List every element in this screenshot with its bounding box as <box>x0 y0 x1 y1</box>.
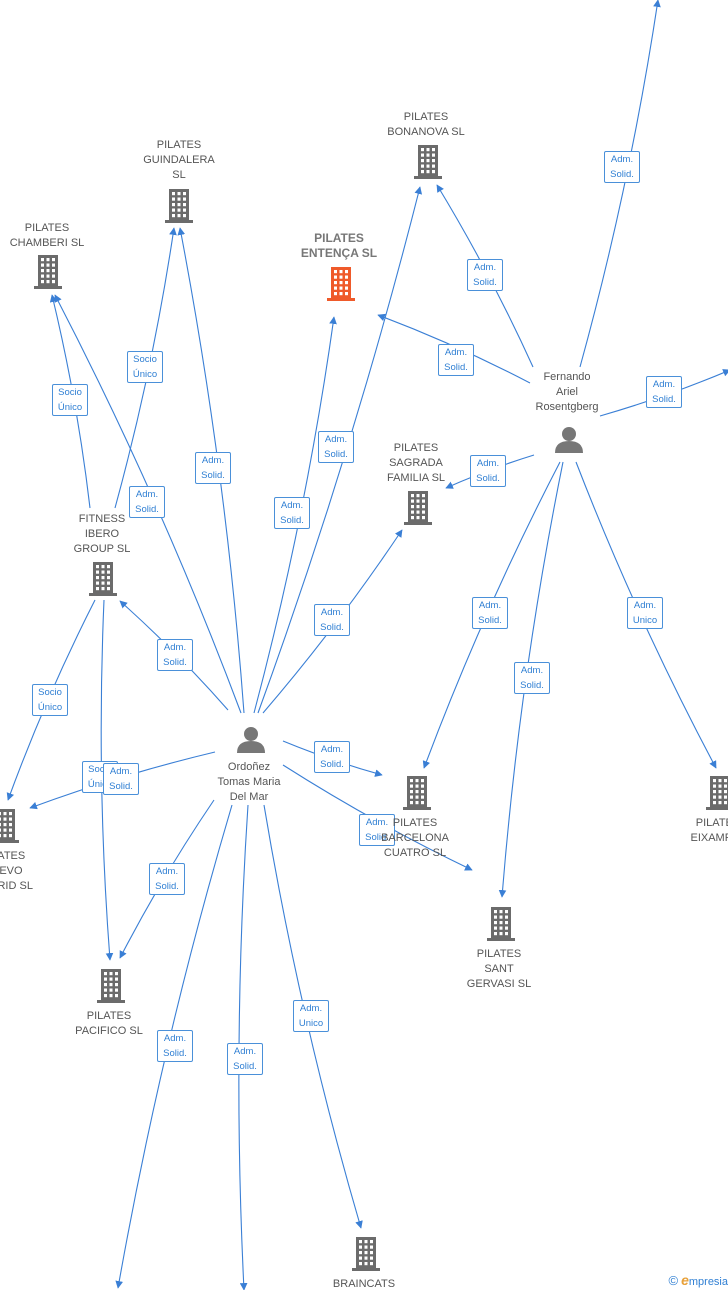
node-label-pacifico[interactable]: PILATES PACIFICO SL <box>75 1010 143 1037</box>
eixample-building-icon[interactable] <box>706 776 728 810</box>
edge-label-ordonez-bottom-mid[interactable]: Adm. Solid. <box>227 1043 263 1075</box>
gervasi-building-icon[interactable] <box>487 907 515 941</box>
edge-label-ordonez-madrid[interactable]: Adm. Solid. <box>103 763 139 795</box>
edge-label-fernando-barcelona[interactable]: Adm. Solid. <box>472 597 508 629</box>
sagrada-building-icon[interactable] <box>404 491 432 525</box>
edge-label-fernando-sagrada[interactable]: Adm. Solid. <box>470 455 506 487</box>
edge-label-fernando-eixample[interactable]: Adm. Unico <box>627 597 663 629</box>
fitness-building-icon[interactable] <box>89 562 117 596</box>
fernando-person-icon[interactable] <box>555 427 583 453</box>
node-label-barcelona[interactable]: PILATES BARCELONA CUATRO SL <box>381 817 449 859</box>
edge-label-ordonez-fitness[interactable]: Adm. Solid. <box>157 639 193 671</box>
node-label-sagrada[interactable]: PILATES SAGRADA FAMILIA SL <box>386 442 446 484</box>
chamberi-building-icon[interactable] <box>34 255 62 289</box>
madrid-building-icon[interactable] <box>0 809 19 843</box>
barcelona-building-icon[interactable] <box>403 776 431 810</box>
edge-label-ordonez-chamberi[interactable]: Adm. Solid. <box>129 486 165 518</box>
node-label-braincats[interactable]: BRAINCATS <box>332 1278 396 1290</box>
edge-label-ordonez-sagrada[interactable]: Adm. Solid. <box>314 604 350 636</box>
edge-fernando-top-right <box>579 0 661 368</box>
brand-initial: e <box>681 1272 689 1288</box>
edge-label-ordonez-pacifico[interactable]: Adm. Solid. <box>149 863 185 895</box>
braincats-building-icon[interactable] <box>352 1237 380 1271</box>
node-label-ordonez[interactable]: Ordoñez Tomas Maria Del Mar <box>217 761 281 803</box>
edge-label-ordonez-braincats[interactable]: Adm. Unico <box>293 1000 329 1032</box>
edge-label-ordonez-barcelona[interactable]: Adm. Solid. <box>314 741 350 773</box>
edge-label-fernando-bonanova[interactable]: Adm. Solid. <box>467 259 503 291</box>
brand-name: mpresia <box>688 1276 728 1288</box>
edge-label-fitness-guindalera[interactable]: Socio Único <box>127 351 163 383</box>
edge-label-ordonez-guindalera[interactable]: Adm. Solid. <box>195 452 231 484</box>
edge-label-ordonez-bottom-left[interactable]: Adm. Solid. <box>157 1030 193 1062</box>
brand-watermark[interactable]: ©empresia <box>668 1272 728 1288</box>
node-label-fitness[interactable]: FITNESS IBERO GROUP SL <box>73 513 131 555</box>
guindalera-building-icon[interactable] <box>165 189 193 223</box>
edge-label-fernando-top-right[interactable]: Adm. Solid. <box>604 151 640 183</box>
copyright-symbol: © <box>668 1273 679 1288</box>
edge-label-fernando-gervasi[interactable]: Adm. Solid. <box>514 662 550 694</box>
ordonez-person-icon[interactable] <box>237 727 265 753</box>
edge-label-ordonez-entenca[interactable]: Adm. Solid. <box>274 497 310 529</box>
edge-label-ordonez-gervasi[interactable]: Adm. Solid. <box>359 814 395 846</box>
node-label-eixample[interactable]: PILATES EIXAMPLE <box>690 817 728 844</box>
node-label-fernando[interactable]: Fernando Ariel Rosentgberg <box>535 371 599 413</box>
node-label-madrid[interactable]: PILATES NUEVO MADRID SL <box>0 850 33 892</box>
node-label-guindalera[interactable]: PILATES GUINDALERA SL <box>143 139 215 181</box>
edge-label-ordonez-bonanova[interactable]: Adm. Solid. <box>318 431 354 463</box>
node-label-entenca[interactable]: PILATES ENTENÇA SL <box>300 231 378 260</box>
edge-label-fernando-entenca[interactable]: Adm. Solid. <box>438 344 474 376</box>
bonanova-building-icon[interactable] <box>414 145 442 179</box>
edge-label-fitness-chamberi[interactable]: Socio Único <box>52 384 88 416</box>
entenca-building-icon[interactable] <box>327 267 355 301</box>
node-label-bonanova[interactable]: PILATES BONANOVA SL <box>387 111 465 138</box>
node-label-gervasi[interactable]: PILATES SANT GERVASI SL <box>466 948 532 990</box>
node-label-chamberi[interactable]: PILATES CHAMBERI SL <box>9 222 85 249</box>
pacifico-building-icon[interactable] <box>97 969 125 1003</box>
edge-label-fernando-right-edge[interactable]: Adm. Solid. <box>646 376 682 408</box>
edge-label-fitness-madrid[interactable]: Socio Único <box>32 684 68 716</box>
